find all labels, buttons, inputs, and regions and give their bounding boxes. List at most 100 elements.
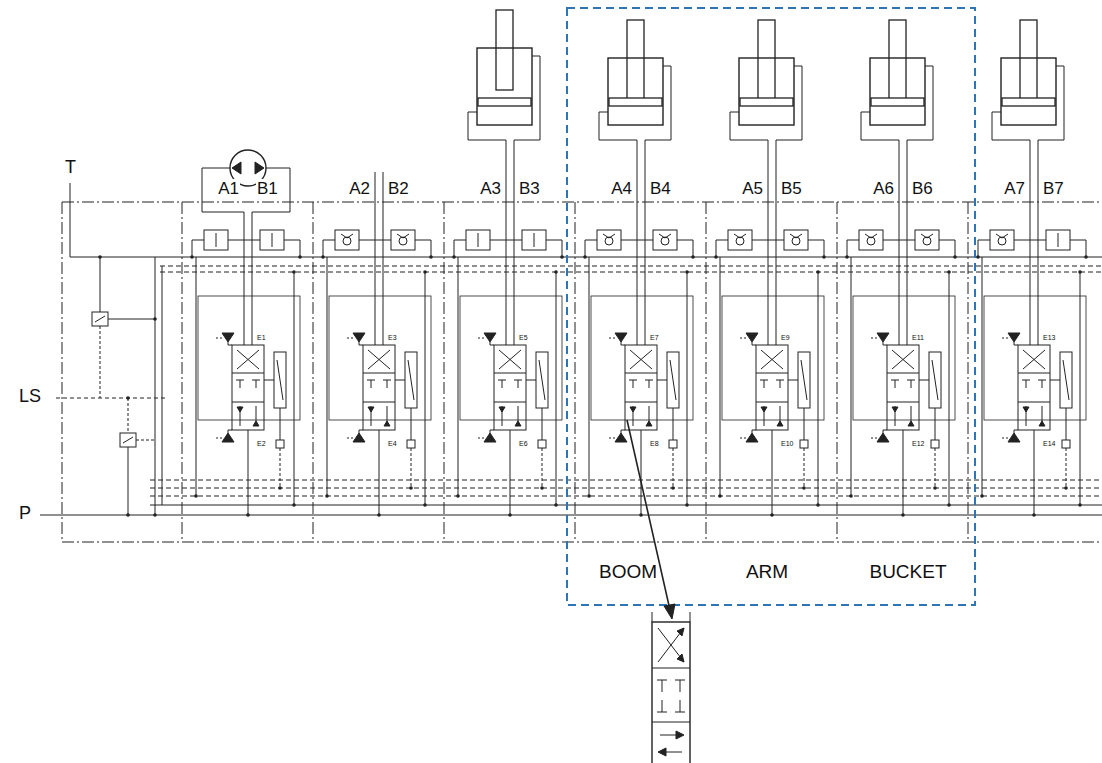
relief-valve <box>92 312 108 326</box>
section-outline <box>591 296 693 420</box>
cylinder-piston <box>609 98 662 106</box>
junction-dot <box>98 255 102 259</box>
pilot-operator <box>222 333 234 342</box>
work-port-label-holder: A5 <box>741 180 764 199</box>
work-port-label-holder: A1 <box>217 180 240 199</box>
solenoid-label: E6 <box>518 440 529 447</box>
junction-dot <box>671 486 675 490</box>
bridge-line <box>431 240 432 257</box>
spool-arrow <box>630 350 652 369</box>
section-name: BOOM <box>598 561 658 582</box>
solenoid-label: E5 <box>518 334 529 341</box>
arrow-head <box>499 407 505 412</box>
spool-detail-arrow <box>658 628 684 662</box>
spool-block <box>383 380 391 381</box>
bridge-line <box>716 240 728 241</box>
check-valve <box>391 230 415 250</box>
spool-detail-block <box>662 680 663 692</box>
bridge-line <box>847 240 859 241</box>
bridge-line <box>454 240 466 241</box>
spool-divider <box>232 402 264 403</box>
compensator-line <box>411 408 412 440</box>
spool-detail-block <box>662 700 663 712</box>
work-port-label: A1 <box>217 179 240 198</box>
orifice-mark <box>534 233 535 247</box>
section-line <box>589 257 590 496</box>
section-line <box>818 272 819 505</box>
bridge-line <box>415 240 431 241</box>
cylinder-line <box>861 112 899 212</box>
motor-line <box>202 168 244 212</box>
cylinder-piston <box>740 98 793 106</box>
cylinder-line <box>1038 66 1064 212</box>
housing-border <box>62 542 1102 543</box>
bridge-line <box>585 240 597 241</box>
compensator <box>667 352 679 408</box>
spool-divider <box>887 402 919 403</box>
check-seat <box>397 234 409 238</box>
compensator-arrow <box>670 360 676 400</box>
section-line <box>425 272 426 505</box>
work-port-label-holder: B7 <box>1042 180 1065 199</box>
compensator-arrow <box>801 360 807 400</box>
spool-divider <box>625 402 657 403</box>
load-sense-line <box>56 398 165 399</box>
check-valve <box>915 230 939 250</box>
work-port-label-holder: B2 <box>387 180 410 199</box>
cylinder-rod <box>627 20 644 100</box>
check-valve <box>990 230 1014 250</box>
solenoid-label-holder: E4 <box>387 432 398 450</box>
bridge-line <box>323 240 324 257</box>
pilot-line <box>804 448 805 488</box>
cylinder-line <box>514 56 540 212</box>
pilot-gallery <box>150 488 1102 489</box>
spool-block <box>252 380 260 381</box>
group-frame <box>567 8 975 605</box>
work-port-label: A7 <box>1003 179 1026 198</box>
housing-border <box>62 202 63 542</box>
pilot-line <box>216 438 222 439</box>
spool-block <box>518 380 519 388</box>
cylinder-line <box>730 112 768 212</box>
arrow-head <box>677 628 684 636</box>
solenoid-label-holder: E11 <box>911 326 925 344</box>
compensator-line <box>1066 408 1067 440</box>
spool-detail-block <box>675 680 685 681</box>
section-border <box>575 202 576 542</box>
work-port-line <box>506 212 507 345</box>
orifice-mark <box>216 233 217 247</box>
relief-line <box>100 257 101 312</box>
compensator-line <box>788 380 798 381</box>
work-port-label: A3 <box>479 179 502 198</box>
compensator-line <box>395 380 405 381</box>
inlet-line <box>155 257 156 515</box>
junction-dot <box>685 503 689 507</box>
section-border <box>444 202 445 542</box>
work-port-line <box>383 212 384 345</box>
spool-divider <box>887 373 919 374</box>
relief-line <box>128 447 129 515</box>
orifice-symbol <box>260 230 284 250</box>
spool-arrow <box>761 350 783 369</box>
junction-dot <box>508 513 512 517</box>
junction-dot <box>1064 486 1068 490</box>
spool-valve <box>756 345 788 430</box>
check-valve <box>335 230 359 250</box>
pilot-line <box>347 338 353 339</box>
check-seat <box>341 234 353 238</box>
spool-block <box>367 380 375 381</box>
section-outline <box>853 296 955 420</box>
arrow-head <box>908 421 914 426</box>
pilot-link <box>228 430 232 433</box>
orifice-mark <box>478 233 479 247</box>
motor-triangle <box>255 162 264 174</box>
arrow-head <box>892 407 898 412</box>
junction-dot <box>194 494 198 498</box>
work-port-line <box>252 212 253 345</box>
pilot-line <box>478 438 484 439</box>
section-outline <box>460 296 562 420</box>
section-line <box>196 257 197 496</box>
solenoid-label-holder: E2 <box>256 432 267 450</box>
port-name-holder: LS <box>18 387 42 407</box>
